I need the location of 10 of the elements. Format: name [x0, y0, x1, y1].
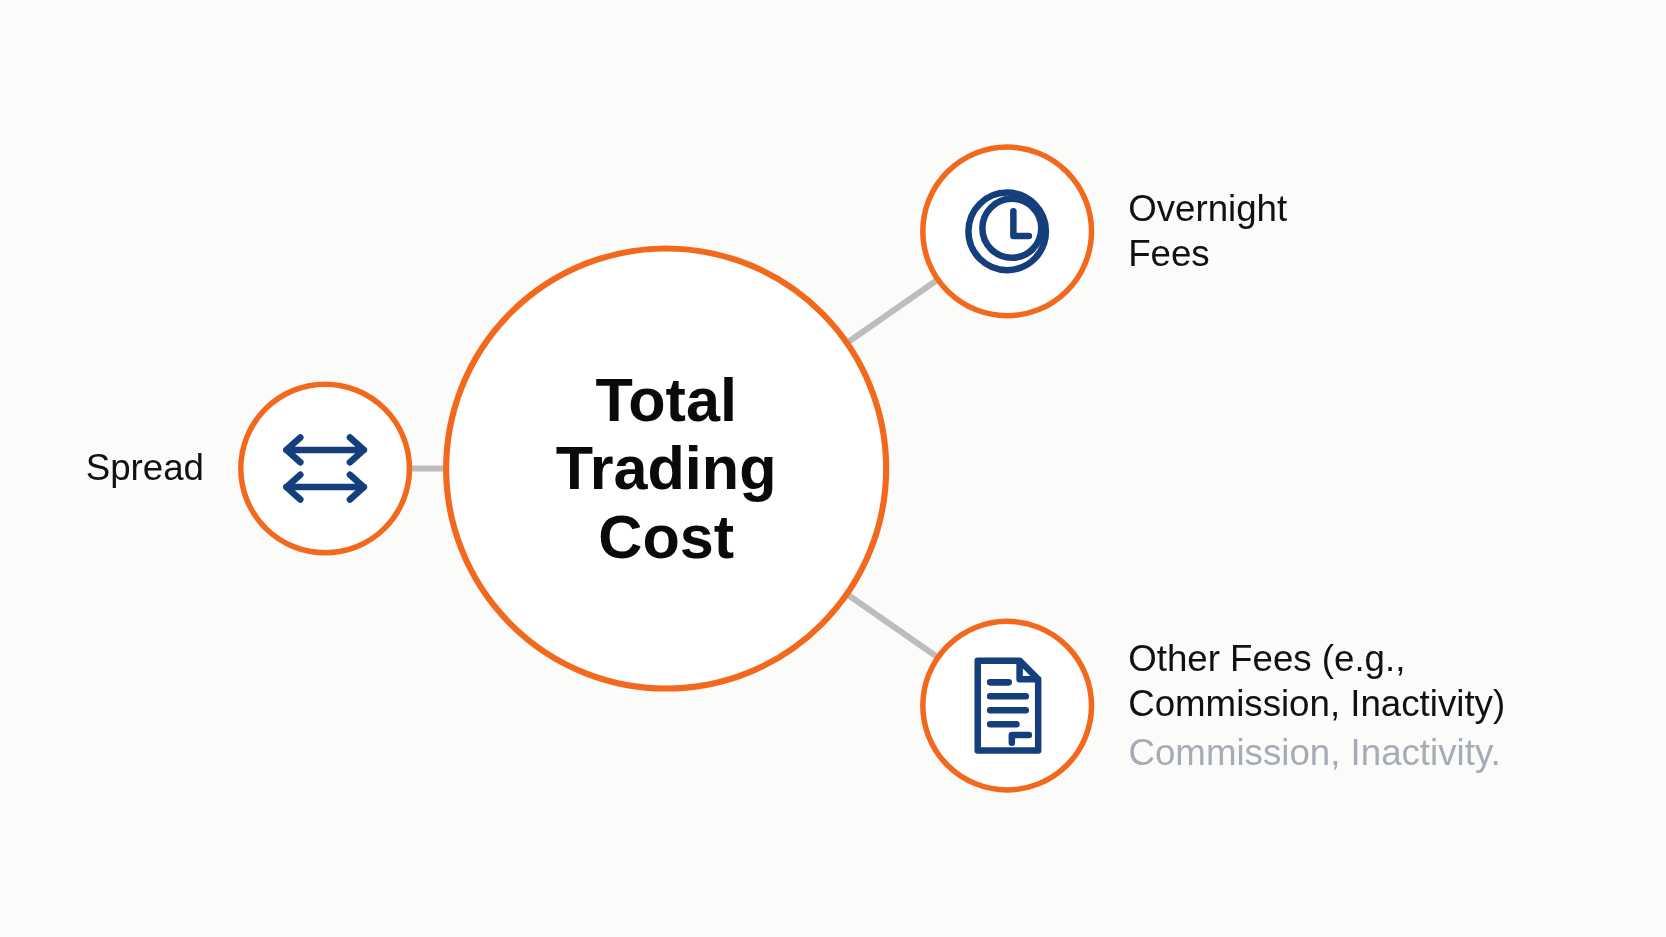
node-circle — [238, 381, 413, 556]
connector — [845, 277, 940, 346]
connector — [845, 591, 940, 660]
node-circle — [920, 618, 1095, 793]
node-label: Overnight Fees — [1128, 187, 1289, 276]
node-circle: Total Trading Cost — [443, 245, 890, 692]
node-label: Other Fees (e.g., Commission, Inactivity) — [1128, 636, 1507, 726]
node-circle — [920, 144, 1095, 319]
node-label: Spread — [85, 446, 204, 490]
node-caption: Commission, Inactivity. — [1128, 730, 1501, 775]
